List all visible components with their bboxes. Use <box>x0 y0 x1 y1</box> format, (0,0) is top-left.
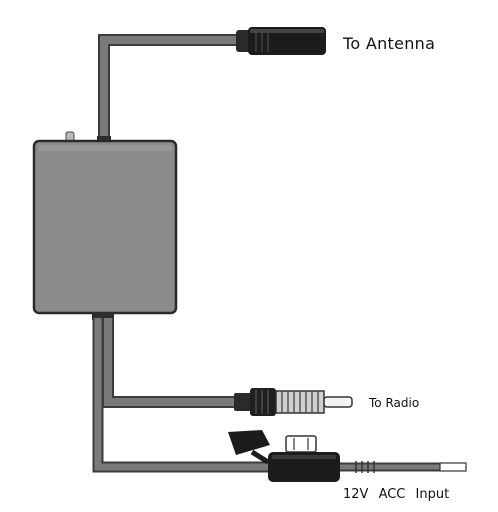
bottom-grommet <box>92 312 114 320</box>
label-12v-acc-input: 12V ACC Input <box>343 487 450 502</box>
label-to-radio: To Radio <box>369 396 420 410</box>
power-input-wire <box>340 461 440 473</box>
amplifier-box <box>32 139 178 315</box>
radio-plug-icon <box>234 388 353 416</box>
antenna-connector-icon <box>236 27 326 55</box>
fuse-holder-icon <box>228 430 340 482</box>
antenna-cable <box>98 34 240 142</box>
radio-cable <box>102 318 240 408</box>
label-to-antenna: To Antenna <box>343 34 436 53</box>
power-cable <box>92 318 270 473</box>
wire-tip-icon <box>439 462 467 472</box>
